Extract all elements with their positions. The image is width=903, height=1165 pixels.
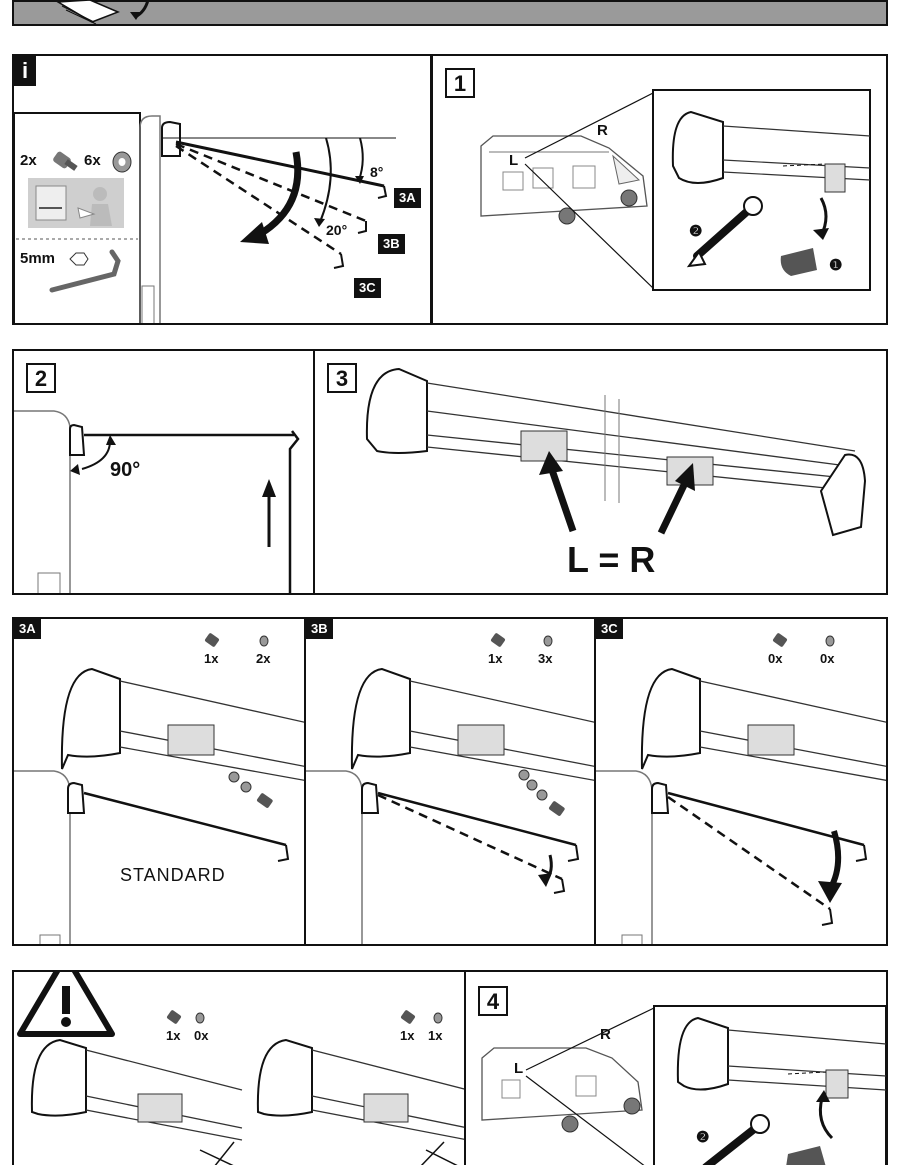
wrench-icon — [686, 196, 763, 268]
info-panel: i 2x 6x 5mm 8° 20° 3A 3B 3C — [12, 54, 432, 325]
step4-bullet-2: ❷ — [696, 1129, 710, 1146]
standard-caption: STANDARD — [120, 865, 226, 885]
washers-count: 6x — [84, 152, 101, 169]
label-3c: 3C — [354, 278, 381, 298]
info-tag: i — [14, 56, 37, 86]
angle-20: 20° — [326, 222, 348, 238]
panel-3b: 3B 1x 3x — [304, 617, 596, 946]
step3-panel: 3 L = R — [313, 349, 888, 595]
tag-3b: 3B — [306, 619, 333, 639]
screw-icon — [167, 1010, 181, 1024]
washer-icon — [259, 635, 269, 647]
washers-3b: 3x — [538, 651, 553, 666]
step4-label-r: R — [600, 1026, 611, 1043]
screw-icon — [53, 151, 78, 171]
manual-icon — [55, 0, 150, 25]
step2-panel: 2 90° — [12, 349, 315, 595]
washer-icon — [112, 151, 132, 173]
washer-icon — [825, 635, 835, 647]
screws-3b: 1x — [488, 651, 503, 666]
step2-number: 2 — [26, 363, 56, 393]
screws-count: 2x — [20, 152, 37, 169]
header-bar — [12, 0, 888, 26]
panel-3c: 3C 0x 0x — [594, 617, 888, 946]
label-r: R — [597, 122, 608, 139]
angle-90: 90° — [110, 459, 141, 481]
screws-3c: 0x — [768, 651, 783, 666]
washers-3c: 0x — [820, 651, 835, 666]
step4-label-l: L — [514, 1060, 524, 1077]
label-3b: 3B — [378, 234, 405, 254]
screw-icon — [491, 633, 505, 647]
step4-number: 4 — [478, 986, 508, 1016]
screws-3a: 1x — [204, 651, 219, 666]
equation-l-equals-r: L = R — [567, 539, 656, 580]
awning-cassette-icon — [671, 110, 871, 193]
label-3a: 3A — [394, 188, 421, 208]
warning-panel: 1x 0x 1x 1x — [12, 970, 466, 1165]
washer-icon — [195, 1012, 205, 1024]
bullet-2: ❷ — [689, 223, 703, 240]
bullet-1: ❶ — [829, 257, 843, 274]
hex-key-size: 5mm — [20, 250, 56, 267]
washer-icon — [543, 635, 553, 647]
label-l: L — [509, 152, 519, 169]
camper-van-icon — [480, 135, 648, 225]
step4-panel: 4 L R ❷ — [464, 970, 888, 1165]
warning-icon — [17, 972, 115, 1037]
wrench-icon — [702, 1114, 770, 1165]
step3-number: 3 — [327, 363, 357, 393]
screw-icon — [401, 1010, 415, 1024]
camper-van-icon — [481, 1047, 643, 1133]
warning-left-screws: 1x — [166, 1028, 181, 1043]
washer-icon — [433, 1012, 443, 1024]
tag-3c: 3C — [596, 619, 623, 639]
warning-right-washers: 1x — [428, 1028, 443, 1043]
warning-left-washers: 0x — [194, 1028, 209, 1043]
warning-right-screws: 1x — [400, 1028, 415, 1043]
tag-3a: 3A — [14, 619, 41, 639]
manual-illustration-icon — [28, 178, 124, 228]
angle-8: 8° — [370, 164, 384, 180]
step1-panel: 1 L R ❶ ❷ — [431, 54, 888, 325]
panel-3a: 3A 1x 2x STANDARD — [12, 617, 306, 946]
washers-3a: 2x — [256, 651, 271, 666]
awning-long-icon — [365, 367, 867, 537]
screw-icon — [773, 633, 787, 647]
screw-icon — [205, 633, 219, 647]
end-cap-icon — [780, 248, 817, 276]
step1-number: 1 — [445, 68, 475, 98]
hex-key-icon — [49, 249, 121, 293]
